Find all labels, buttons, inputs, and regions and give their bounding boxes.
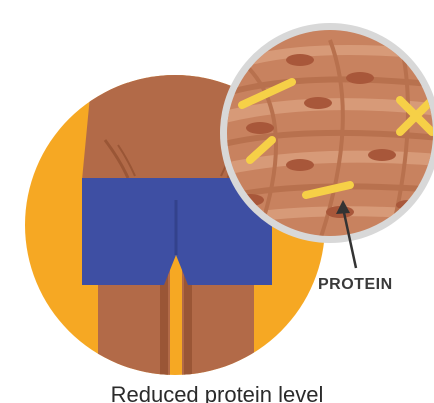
protein-label: PROTEIN xyxy=(318,276,393,294)
magnifier-lens-icon xyxy=(220,23,434,243)
caption: Reduced protein level xyxy=(0,382,434,403)
